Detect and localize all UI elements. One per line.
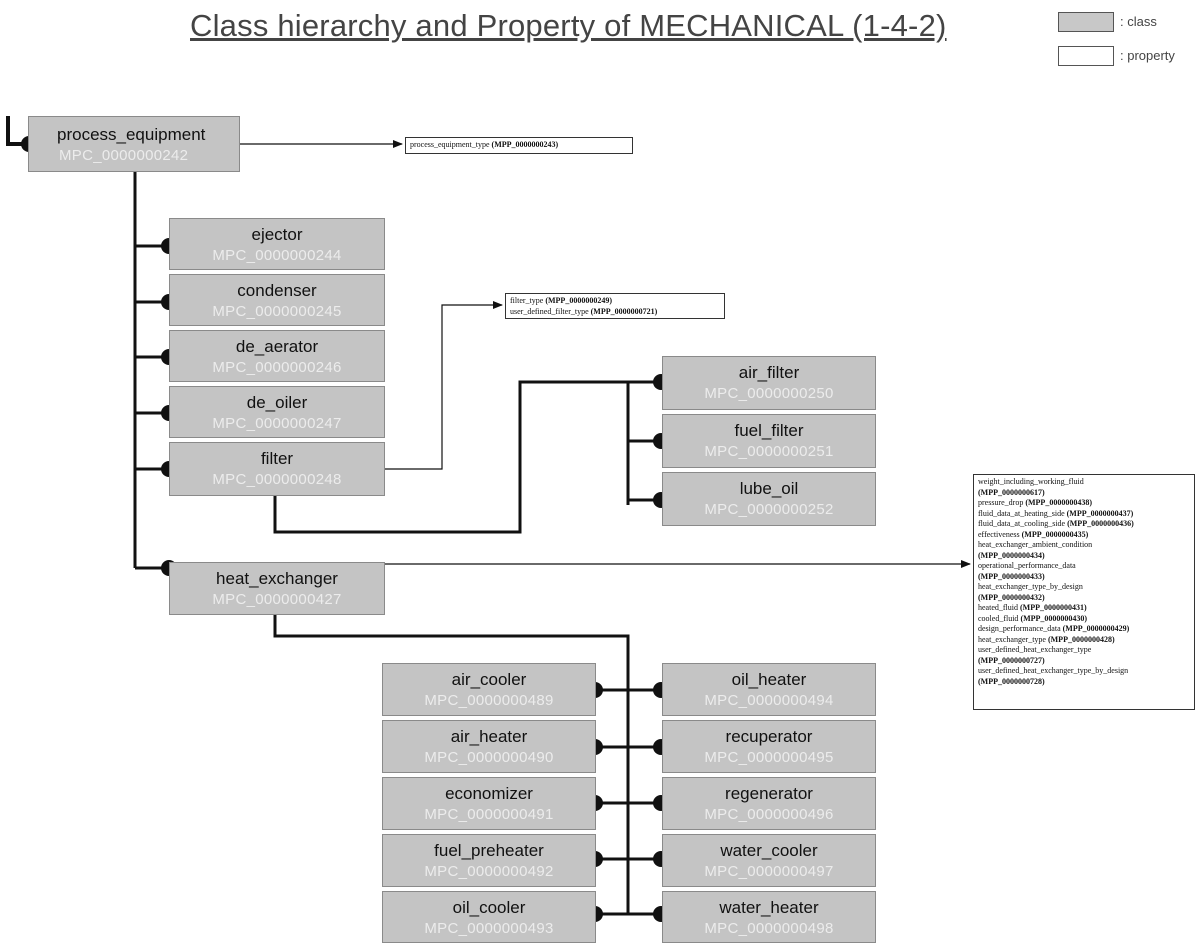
legend-property-label: : property: [1120, 48, 1175, 63]
class-code: MPC_0000000489: [424, 692, 554, 709]
property-code: (MPP_0000000728): [978, 676, 1045, 686]
diagram-title: Class hierarchy and Property of MECHANIC…: [190, 8, 947, 43]
property-name: heat_exchanger_ambient_condition: [978, 540, 1093, 549]
property-item: heated_fluid (MPP_0000000431): [978, 603, 1087, 612]
class-name: water_cooler: [720, 841, 818, 860]
class-code: MPC_0000000495: [704, 749, 834, 766]
class-recuperator[interactable]: recuperator MPC_0000000495: [662, 720, 876, 773]
class-name: de_aerator: [235, 337, 319, 356]
legend-class-swatch: [1058, 12, 1114, 32]
class-air-cooler[interactable]: air_cooler MPC_0000000489: [382, 663, 596, 716]
class-name: ejector: [251, 225, 303, 244]
class-code: MPC_0000000493: [424, 920, 554, 937]
property-name: user_defined_heat_exchanger_type_by_desi…: [978, 666, 1129, 675]
class-fuel-filter[interactable]: fuel_filter MPC_0000000251: [662, 414, 876, 468]
class-lube-oil[interactable]: lube_oil MPC_0000000252: [662, 472, 876, 526]
class-oil-cooler[interactable]: oil_cooler MPC_0000000493: [382, 891, 596, 943]
class-name: de_oiler: [246, 393, 308, 412]
class-code: MPC_0000000497: [704, 863, 834, 880]
property-code: (MPP_0000000432): [978, 592, 1045, 602]
class-economizer[interactable]: economizer MPC_0000000491: [382, 777, 596, 830]
class-name: filter: [260, 449, 294, 468]
property-code: (MPP_0000000433): [978, 571, 1045, 581]
property-code: (MPP_0000000434): [978, 550, 1045, 560]
class-name: fuel_preheater: [434, 841, 544, 860]
property-item: design_performance_data (MPP_0000000429): [978, 624, 1130, 633]
property-name: weight_including_working_fluid: [978, 477, 1084, 486]
class-code: MPC_0000000494: [704, 692, 834, 709]
property-item: filter_type (MPP_0000000249): [510, 296, 612, 305]
class-code: MPC_0000000498: [704, 920, 834, 937]
class-de-aerator[interactable]: de_aerator MPC_0000000246: [169, 330, 385, 382]
class-code: MPC_0000000245: [212, 303, 342, 320]
class-name: heat_exchanger: [216, 569, 338, 588]
property-item: heat_exchanger_type (MPP_0000000428): [978, 634, 1115, 644]
property-item: fluid_data_at_cooling_side (MPP_00000004…: [978, 519, 1134, 528]
class-name: recuperator: [725, 727, 813, 746]
class-process-equipment[interactable]: process_equipment MPC_0000000242: [28, 116, 240, 172]
class-name: regenerator: [725, 784, 813, 803]
class-name: lube_oil: [739, 479, 799, 498]
class-heat-exchanger[interactable]: heat_exchanger MPC_0000000427: [169, 562, 385, 615]
class-code: MPC_0000000244: [212, 247, 342, 264]
class-name: oil_heater: [731, 670, 807, 689]
filter-sub-line: [273, 380, 630, 534]
property-box-filter: filter_type (MPP_0000000249) user_define…: [505, 293, 725, 319]
property-box-process-equipment: process_equipment_type (MPP_0000000243): [405, 137, 633, 154]
class-filter[interactable]: filter MPC_0000000248: [169, 442, 385, 496]
property-item: process_equipment_type (MPP_0000000243): [410, 140, 559, 149]
class-condenser[interactable]: condenser MPC_0000000245: [169, 274, 385, 326]
class-code: MPC_0000000496: [704, 806, 834, 823]
property-box-heat-exchanger: weight_including_working_fluid (MPP_0000…: [973, 474, 1195, 710]
class-water-cooler[interactable]: water_cooler MPC_0000000497: [662, 834, 876, 887]
he-branch-lines: [596, 688, 662, 916]
class-regenerator[interactable]: regenerator MPC_0000000496: [662, 777, 876, 830]
class-code: MPC_0000000251: [704, 443, 834, 460]
class-de-oiler[interactable]: de_oiler MPC_0000000247: [169, 386, 385, 438]
property-item: user_defined_filter_type (MPP_0000000721…: [510, 306, 658, 316]
class-water-heater[interactable]: water_heater MPC_0000000498: [662, 891, 876, 943]
property-code: (MPP_0000000727): [978, 655, 1045, 665]
class-name: air_filter: [738, 363, 800, 382]
class-code: MPC_0000000247: [212, 415, 342, 432]
property-item: cooled_fluid (MPP_0000000430): [978, 613, 1088, 623]
class-ejector[interactable]: ejector MPC_0000000244: [169, 218, 385, 270]
class-code: MPC_0000000246: [212, 359, 342, 376]
class-name: condenser: [237, 281, 317, 300]
class-code: MPC_0000000250: [704, 385, 834, 402]
property-item: effectiveness (MPP_0000000435): [978, 529, 1089, 539]
he-sub-line: [273, 615, 630, 914]
class-code: MPC_0000000248: [212, 471, 342, 488]
class-code: MPC_0000000242: [59, 147, 189, 164]
class-code: MPC_0000000490: [424, 749, 554, 766]
class-code: MPC_0000000492: [424, 863, 554, 880]
filter-property-arrow: [385, 301, 503, 470]
property-name: operational_performance_data: [978, 561, 1076, 570]
class-name: water_heater: [719, 898, 819, 917]
legend-property-swatch: [1058, 46, 1114, 66]
legend-class-label: : class: [1120, 14, 1157, 29]
class-name: process_equipment: [57, 125, 206, 144]
class-name: economizer: [445, 784, 533, 803]
property-item: fluid_data_at_heating_side (MPP_00000004…: [978, 508, 1134, 518]
class-name: oil_cooler: [452, 898, 526, 917]
property-code: (MPP_0000000617): [978, 487, 1045, 497]
class-name: air_cooler: [451, 670, 527, 689]
property-name: user_defined_heat_exchanger_type: [978, 645, 1092, 654]
class-code: MPC_0000000252: [704, 501, 834, 518]
property-name: heat_exchanger_type_by_design: [978, 582, 1083, 591]
class-code: MPC_0000000427: [212, 591, 342, 608]
class-name: fuel_filter: [734, 421, 804, 440]
class-air-filter[interactable]: air_filter MPC_0000000250: [662, 356, 876, 410]
class-air-heater[interactable]: air_heater MPC_0000000490: [382, 720, 596, 773]
class-fuel-preheater[interactable]: fuel_preheater MPC_0000000492: [382, 834, 596, 887]
pe-branch-lines: [135, 244, 168, 570]
class-name: air_heater: [450, 727, 528, 746]
class-code: MPC_0000000491: [424, 806, 554, 823]
property-item: pressure_drop (MPP_0000000438): [978, 498, 1092, 507]
class-oil-heater[interactable]: oil_heater MPC_0000000494: [662, 663, 876, 716]
